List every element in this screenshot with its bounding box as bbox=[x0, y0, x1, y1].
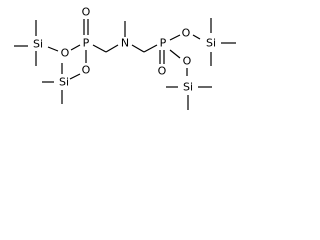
bond-o-si-2 bbox=[69, 73, 81, 80]
bond-ch2-n bbox=[105, 44, 119, 53]
bond-o-si-3 bbox=[192, 34, 201, 40]
atom-o-left-ester-1: O bbox=[61, 47, 70, 60]
atom-o-right-ester-2: O bbox=[183, 55, 192, 68]
bond-p-left-o-ester-1 bbox=[70, 44, 81, 51]
atom-o-right-double: O bbox=[158, 65, 167, 78]
atom-p-left: P bbox=[83, 37, 90, 50]
bond-p-right-o-ester-1 bbox=[169, 34, 181, 41]
bond-n-ch2-right bbox=[131, 44, 145, 53]
atom-layer: O P O Si O Si N P O O Si O Si bbox=[33, 6, 216, 94]
atom-si-2: Si bbox=[59, 76, 69, 89]
structure-diagram: O P O Si O Si N P O O Si O Si bbox=[14, 6, 236, 110]
atom-o-left-ester-2: O bbox=[82, 64, 91, 77]
atom-si-1: Si bbox=[33, 38, 43, 51]
atom-o-left-double: O bbox=[82, 6, 91, 19]
bond-layer bbox=[14, 18, 236, 110]
atom-si-3: Si bbox=[206, 37, 216, 50]
bond-p-right-o-ester-2 bbox=[169, 49, 181, 59]
structure-canvas: O P O Si O Si N P O O Si O Si bbox=[0, 0, 249, 122]
atom-si-4: Si bbox=[183, 81, 193, 94]
bond-ch2-p-right bbox=[143, 44, 158, 53]
atom-p-right: P bbox=[160, 37, 167, 50]
atom-o-right-ester-1: O bbox=[182, 27, 191, 40]
bond-p-left-ch2 bbox=[92, 44, 107, 53]
atom-n-center: N bbox=[121, 37, 129, 50]
bond-o-si-1 bbox=[47, 46, 59, 52]
